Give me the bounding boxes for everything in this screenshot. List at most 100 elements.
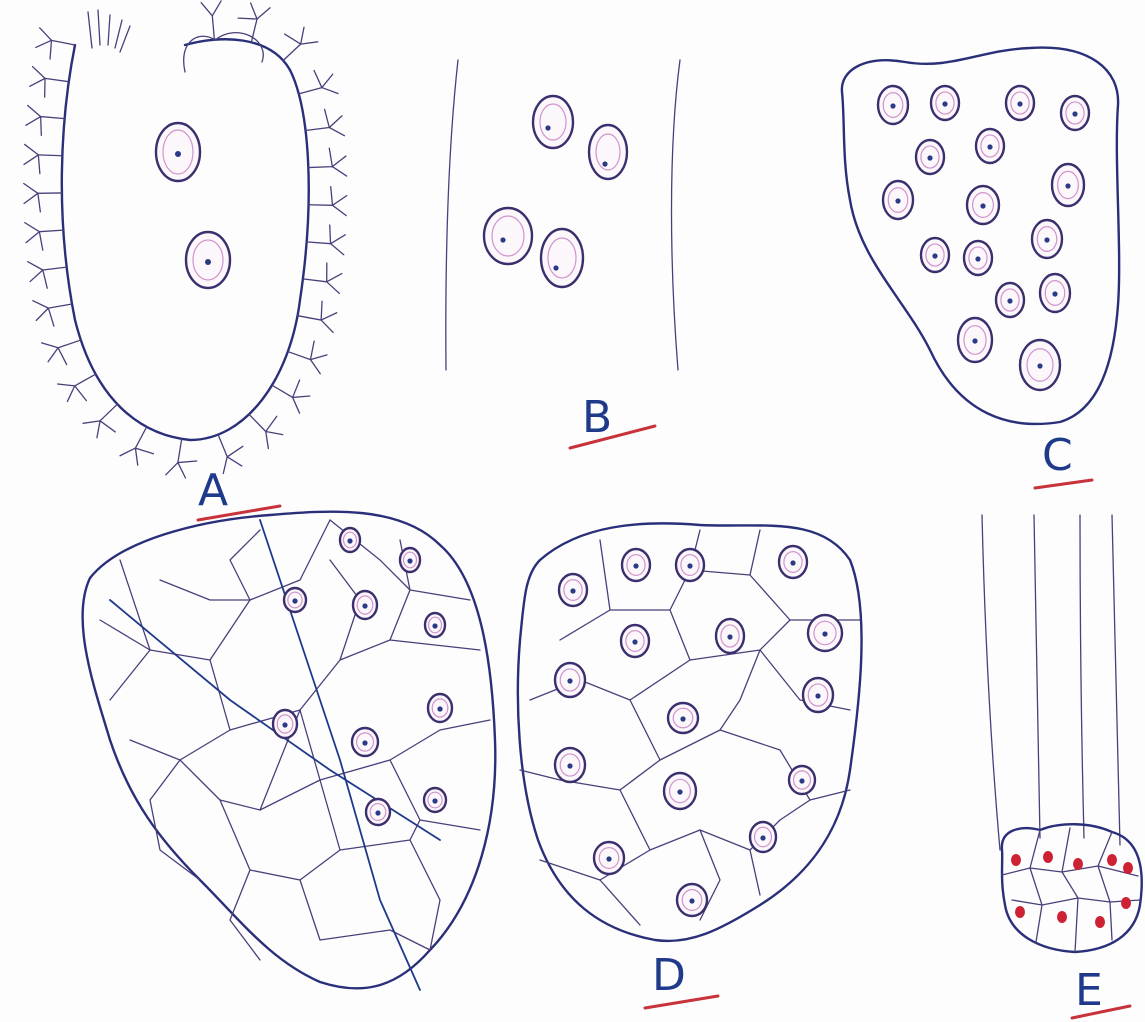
panel-d-left-cell-wall: [390, 640, 480, 650]
panel-c-nucleus: [996, 283, 1024, 317]
panel-e-nucleus: [1121, 897, 1131, 909]
panel-d-left-cell-wall: [160, 580, 250, 600]
panel-d-left-cell-wall: [320, 720, 490, 780]
panel-a-hair: [166, 439, 186, 478]
panel-d-left-nucleus: [425, 613, 445, 637]
panel-a-hair: [299, 74, 338, 94]
panel-c-nucleus: [1061, 96, 1089, 130]
panel-b-right-wall: [672, 60, 681, 370]
panel-a-nucleus-1: [156, 123, 200, 181]
panel-d-left-nucleus: [340, 528, 360, 552]
panel-d-left-outline: [83, 512, 496, 989]
panel-e-nucleus: [1073, 858, 1083, 870]
panel-a-hair-link: [178, 461, 197, 463]
panel-c-nucleus: [964, 241, 992, 275]
panel-d-left-nucleus: [400, 548, 420, 572]
panel-d-nucleus: [676, 549, 704, 581]
panel-c-nucleus: [883, 181, 913, 219]
panel-d-nucleus: [622, 549, 650, 581]
panel-d-left-cell-wall: [230, 530, 260, 600]
panel-d-cell-wall: [750, 850, 760, 895]
panel-d-left-cell-wall: [300, 880, 430, 950]
panel-d-cell-wall: [750, 575, 860, 620]
panel-c-nucleus: [967, 186, 999, 224]
panel-e-nucleus: [1015, 906, 1025, 918]
panel-d-nucleus: [664, 773, 696, 809]
panel-b-nucleus-1: [533, 96, 573, 148]
panel-a-hair: [288, 352, 327, 374]
panel-a-hair-link: [227, 446, 243, 456]
panel-b-label: B: [582, 392, 612, 443]
panel-c-nucleus: [1032, 220, 1062, 258]
panel-a-hair-link: [285, 34, 301, 44]
panel-d-left-nucleus: [424, 788, 446, 812]
panel-e-filament-2: [1034, 515, 1040, 838]
panel-e-filament-3: [1080, 515, 1084, 838]
panel-a-hair-link: [135, 448, 153, 454]
panel-d-nucleus: [789, 766, 815, 794]
panel-e-filament-4: [1112, 515, 1120, 845]
panel-d-left-nucleus: [352, 728, 378, 756]
panel-a-hair-link: [39, 232, 42, 250]
panel-a-hair: [303, 274, 342, 294]
panel-b-nucleus-3: [484, 208, 532, 264]
panel-a-hair-link: [293, 380, 300, 397]
panel-c-nucleus: [878, 86, 908, 124]
panel-d-left-cell-wall: [410, 590, 470, 600]
panel-d-left-cell-wall: [130, 660, 230, 760]
panel-e-filament-1: [982, 515, 1000, 850]
panel-a-hair-link: [329, 148, 332, 166]
panel-d-left-nuclei: [273, 528, 452, 825]
panel-d-left-nucleus: [366, 799, 390, 825]
panel-e-nucleus: [1057, 911, 1067, 923]
panel-d-nucleus: [803, 678, 833, 712]
panel-d-left-cell-wall: [150, 760, 200, 880]
panel-a-hair: [25, 223, 64, 243]
panel-a-hair: [24, 184, 62, 204]
panel-d-nucleus: [594, 842, 624, 874]
panel-c: C: [842, 48, 1119, 488]
panel-a-hair: [308, 156, 346, 176]
panel-a-appendage: [88, 10, 130, 52]
panel-d-left: [83, 512, 496, 990]
panel-a-hair-link: [48, 308, 54, 326]
panel-d-nucleus: [808, 615, 842, 651]
panel-d-left-cell-wall: [410, 840, 440, 950]
panel-c-nuclei: [878, 86, 1089, 390]
panel-a-hair-link: [310, 341, 314, 359]
panel-a-hair: [309, 196, 347, 216]
panel-c-nucleus: [1040, 274, 1070, 312]
panel-d-left-division-line: [260, 520, 420, 990]
panel-a-hair: [26, 105, 65, 125]
panel-d-nucleus: [555, 663, 585, 697]
panel-a-hair-link: [38, 193, 40, 212]
panel-d-left-nucleus: [353, 591, 377, 619]
panel-c-nucleus: [958, 318, 992, 362]
panel-a-hair: [28, 262, 67, 282]
panel-a-hair-link: [58, 348, 67, 365]
panel-c-nucleus: [1020, 340, 1060, 390]
panel-a-hair: [298, 313, 337, 333]
panel-d-nucleus: [750, 822, 776, 852]
panel-a-hair: [251, 3, 270, 42]
panel-e-nuclei: [1011, 851, 1133, 928]
panel-d-nucleus: [677, 884, 707, 916]
panel-a-hair-link: [100, 421, 115, 432]
panel-a-hair: [33, 301, 72, 321]
panel-e-nucleus: [1107, 854, 1117, 866]
panel-a-hair-link: [238, 18, 257, 19]
panel-a-hair-link: [41, 117, 42, 136]
panel-a: A: [24, 1, 347, 520]
panel-d-left-cell-wall: [220, 780, 340, 880]
panel-c-nucleus: [976, 129, 1004, 163]
panel-a-nucleus-2: [186, 232, 230, 288]
panel-a-hair-link: [75, 386, 87, 401]
panel-d-left-cell-wall: [150, 520, 330, 660]
panel-d-nucleus: [559, 574, 587, 606]
panel-a-hair: [30, 67, 69, 87]
panel-a-hair: [36, 28, 75, 48]
panel-a-hair: [120, 427, 147, 465]
panel-e-nucleus: [1043, 851, 1053, 863]
panel-d-left-cell-wall: [330, 520, 410, 590]
